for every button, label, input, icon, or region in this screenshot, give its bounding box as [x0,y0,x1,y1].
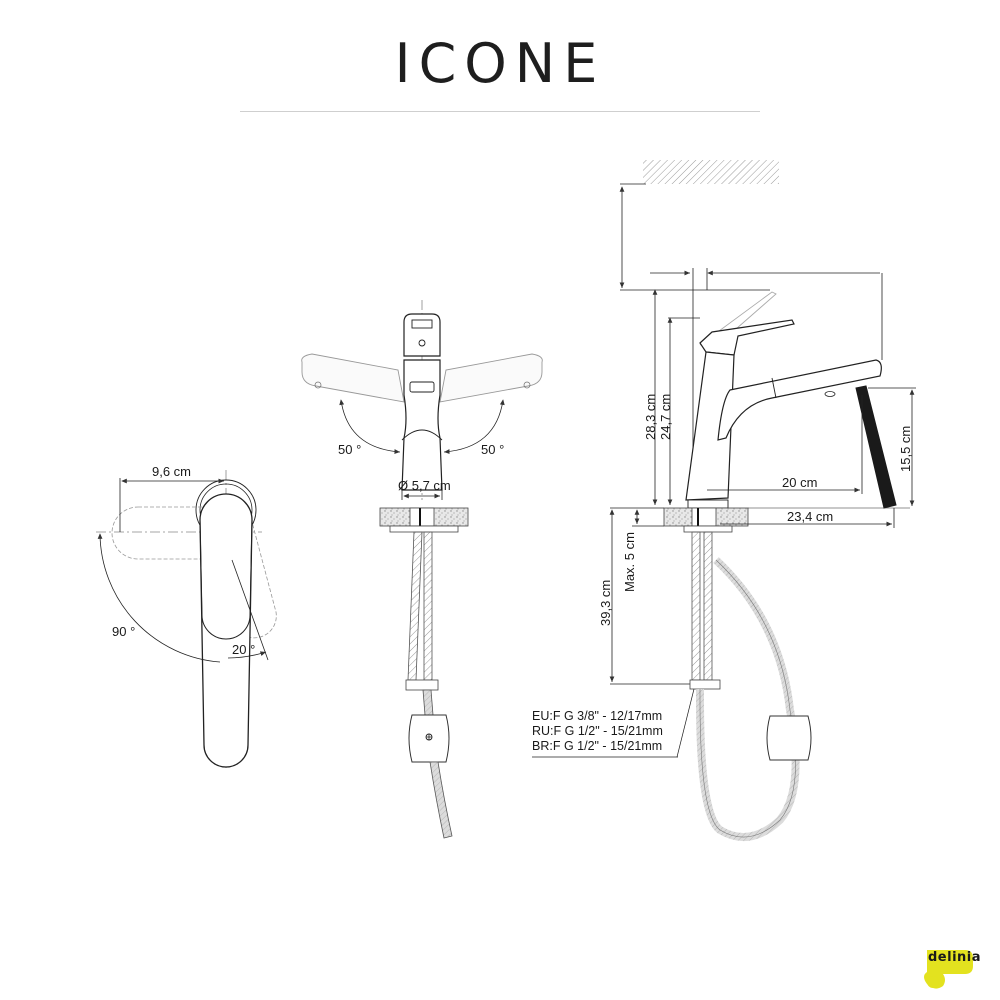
total-height-label: 28,3 cm [643,394,658,440]
total-reach-label: 23,4 cm [787,509,833,524]
rotation-left-label: 50 ° [338,442,361,457]
top-width-label: 9,6 cm [152,464,191,479]
max-deck-label: Max. 5 cm [622,532,637,592]
brand-name: delinia [928,950,982,965]
connection-eu: EU:F G 3/8" - 12/17mm [532,709,662,723]
hose-length-label: 39,3 cm [598,580,613,626]
side-view [532,160,916,841]
body-height-label: 24,7 cm [658,394,673,440]
swing-angle-label: 90 ° [112,624,135,639]
connection-br: BR:F G 1/2" - 15/21mm [532,739,662,753]
front-view [301,300,543,839]
rotation-right-label: 50 ° [481,442,504,457]
tilt-angle-label: 20 ° [232,642,255,657]
brand-logo-icon [924,950,973,989]
spout-height-label: 15,5 cm [898,426,913,472]
connection-ru: RU:F G 1/2" - 15/21mm [532,724,663,738]
top-view [96,470,277,770]
title-divider [240,111,760,112]
product-title: ICONE [394,32,606,95]
diameter-label: Ø 5,7 cm [398,478,451,493]
spout-reach-label: 20 cm [782,475,817,490]
